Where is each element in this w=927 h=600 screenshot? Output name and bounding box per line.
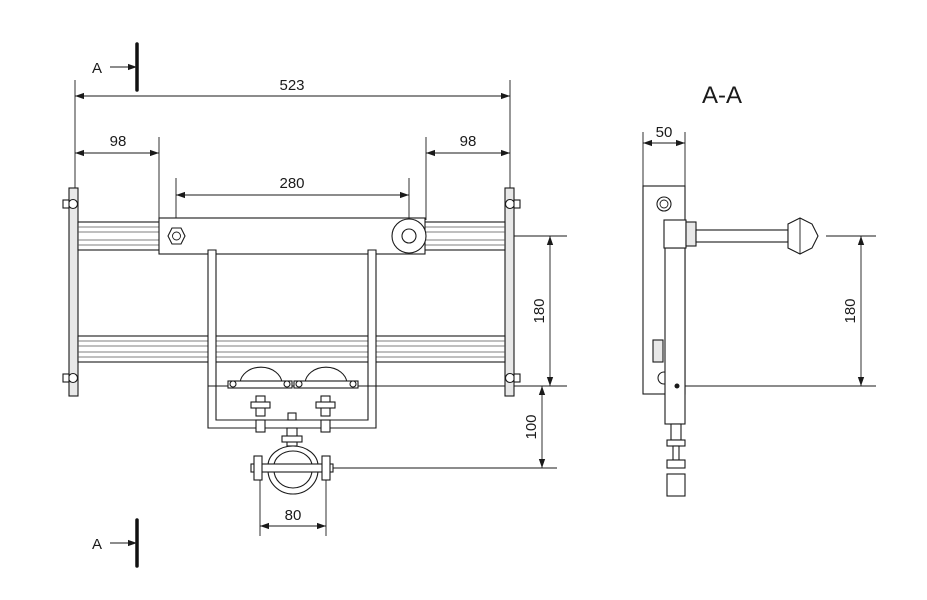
dimension-right-offset: 98 <box>425 133 510 220</box>
dimension-section-height-label: 180 <box>842 298 859 323</box>
section-marker-top: A <box>92 42 139 92</box>
dimension-left-offset-label: 98 <box>110 133 127 150</box>
hex-nut-icon <box>167 227 186 245</box>
dimension-lower-drop-label: 100 <box>523 414 540 439</box>
section-title: A-A <box>702 82 742 109</box>
dimension-overall-width-label: 523 <box>279 77 304 94</box>
left-post <box>68 187 79 397</box>
section-marker-bottom: A <box>92 518 139 568</box>
post-bolts <box>62 198 521 384</box>
end-cap <box>787 217 819 255</box>
dimension-vertical-height-label: 180 <box>531 298 548 323</box>
threaded-rod <box>695 229 789 243</box>
dimension-pipe-spacing-label: 80 <box>285 507 302 524</box>
dimension-center-span-label: 280 <box>279 175 304 192</box>
carrier-bar <box>158 217 426 255</box>
section-view <box>642 185 819 497</box>
dimension-section-depth: 50 <box>642 124 686 186</box>
section-marker-bottom-label: A <box>92 536 102 553</box>
dimension-left-offset: 98 <box>75 133 160 220</box>
front-view <box>62 187 521 495</box>
pipe-clamp-right <box>293 366 359 417</box>
section-marker-top-label: A <box>92 60 102 77</box>
dimension-overall-width: 523 <box>74 77 511 188</box>
dimension-section-depth-label: 50 <box>656 124 673 141</box>
dimension-right-offset-label: 98 <box>460 133 477 150</box>
dimension-vertical-height: 180 <box>360 235 567 387</box>
dimension-section-height: 180 <box>680 235 876 387</box>
channel-profile <box>664 247 686 425</box>
dimension-center-span: 280 <box>175 175 410 226</box>
dimension-pipe-spacing: 80 <box>259 470 327 536</box>
dimension-lower-drop: 100 <box>330 386 557 469</box>
pipe-clamp-lower <box>250 427 334 495</box>
pipe-clamp-left <box>227 366 293 417</box>
right-post <box>504 187 515 397</box>
lower-rail <box>77 335 506 363</box>
